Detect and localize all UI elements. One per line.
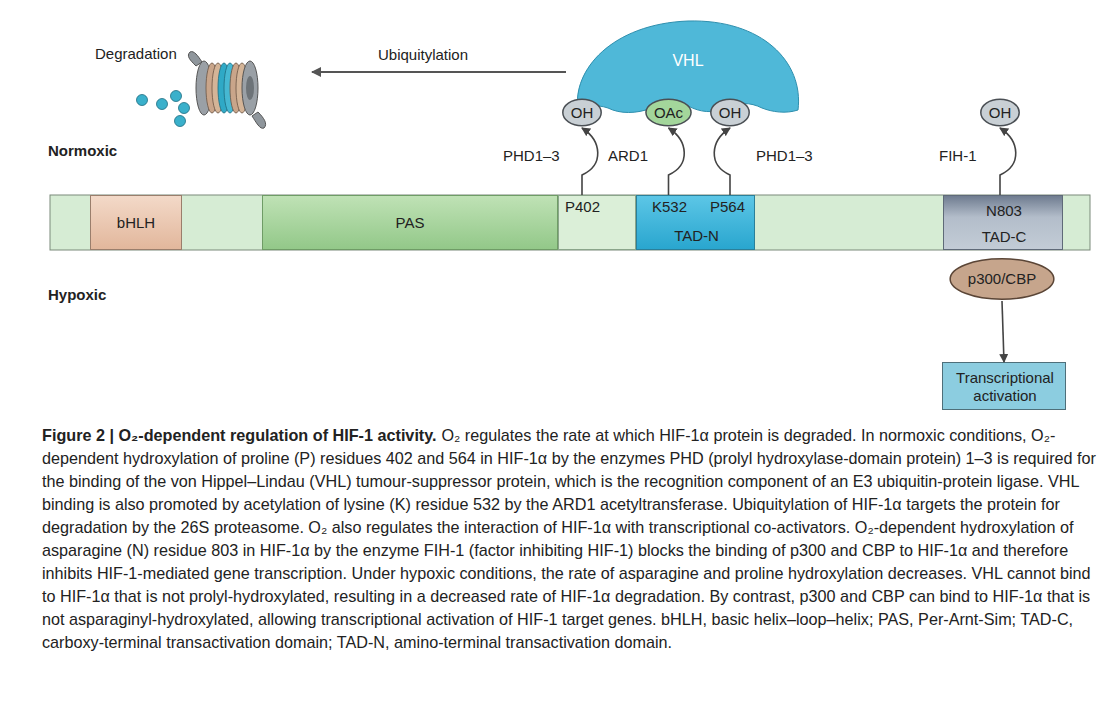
acetyl-group: OAc — [645, 98, 692, 127]
enzyme-label: FIH-1 — [939, 147, 977, 165]
hydroxyl-group: OH — [710, 98, 750, 127]
condition-label: Normoxic — [48, 142, 117, 160]
node-text: OH — [571, 104, 594, 122]
node-text: OH — [719, 104, 742, 122]
ellipse-shape — [646, 99, 691, 126]
connector-arrow — [1002, 301, 1004, 362]
tad-n-domain: K532 P564TAD-N — [636, 195, 755, 250]
ellipse-shape — [563, 99, 601, 126]
enzyme-label: ARD1 — [608, 147, 648, 165]
connector-arrow — [669, 128, 685, 195]
tad-c-domain: N803TAD-C — [943, 195, 1063, 250]
node-text: OH — [989, 104, 1012, 122]
ellipse-shape — [981, 99, 1019, 126]
caption-text: O₂ regulates the rate at which HIF-1α pr… — [42, 426, 1096, 651]
pas-domain: PAS — [262, 195, 558, 250]
connector-arrow — [714, 128, 730, 195]
coactivator-complex: p300/CBP — [948, 257, 1056, 301]
node-text: P564 — [710, 198, 745, 216]
enzyme-label: PHD1–3 — [756, 147, 813, 165]
vhl-protein: VHL — [572, 18, 804, 118]
node-text: N803 — [944, 202, 1064, 220]
node-text: P402 — [565, 198, 600, 216]
connector-arrow — [1000, 128, 1016, 195]
odd-region: P402 — [558, 195, 636, 250]
proteasome-symbol — [137, 52, 266, 129]
hydroxyl-group: OH — [562, 98, 602, 127]
process-label: Degradation — [95, 45, 177, 63]
node-text: K532 — [652, 198, 687, 216]
ubiquitylation-arrow — [312, 71, 566, 73]
node-text: bHLH — [117, 214, 155, 232]
node-text: VHL — [572, 52, 804, 70]
bhlh-domain: bHLH — [90, 195, 182, 250]
connector-arrow — [582, 128, 598, 195]
hydroxyl-group: OH — [980, 98, 1020, 127]
node-text: PAS — [396, 214, 425, 232]
figure-title: Figure 2 | O₂-dependent regulation of HI… — [42, 426, 437, 444]
ellipse-shape — [950, 259, 1054, 299]
node-text: OAc — [654, 104, 683, 122]
condition-label: Hypoxic — [48, 286, 106, 304]
node-text: TAD-C — [944, 228, 1064, 246]
enzyme-label: PHD1–3 — [503, 147, 560, 165]
protein-bar — [50, 195, 1090, 250]
node-text: Transcriptional activation — [943, 369, 1067, 405]
node-text: p300/CBP — [968, 270, 1036, 288]
ellipse-shape — [711, 99, 749, 126]
outcome-box: Transcriptional activation — [942, 362, 1066, 410]
figure-caption: Figure 2 | O₂-dependent regulation of HI… — [42, 424, 1100, 654]
process-label: Ubiquitylation — [378, 46, 468, 64]
node-text: TAD-N — [637, 227, 756, 245]
